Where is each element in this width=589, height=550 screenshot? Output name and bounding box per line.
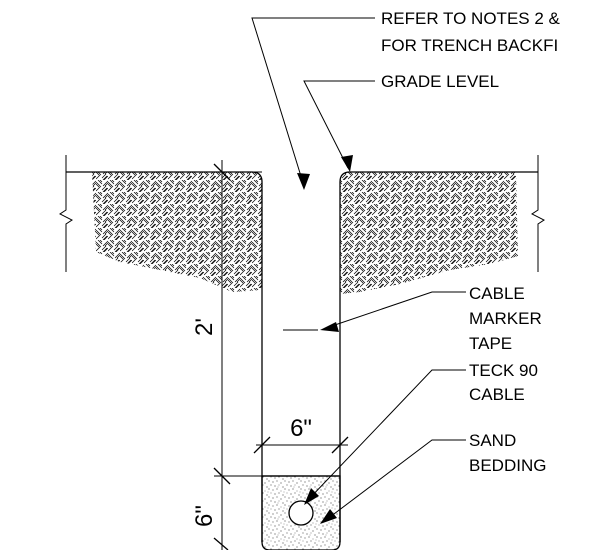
dim-tick-top xyxy=(213,163,231,181)
bedding-dimension-label: 6" xyxy=(191,505,218,527)
refer-notes-text-2: FOR TRENCH BACKFI xyxy=(381,36,558,55)
teck-cable-arrowhead xyxy=(304,488,319,505)
width-dimension-label: 6" xyxy=(290,415,312,442)
dim-tick-mid xyxy=(213,467,231,485)
depth-dimension-label: 2' xyxy=(191,318,218,336)
teck-cable-leader xyxy=(307,369,466,501)
refer-notes-arrowhead xyxy=(297,173,310,190)
break-line-left xyxy=(59,155,73,272)
width-tick-right xyxy=(331,436,349,454)
soil-hatch-left xyxy=(92,172,262,292)
sand-bedding-arrowhead xyxy=(320,509,337,524)
sand-bedding-text-2: BEDDING xyxy=(469,456,546,475)
marker-tape-text-2: MARKER xyxy=(469,309,542,328)
teck-cable-text-2: CABLE xyxy=(469,385,525,404)
marker-tape-arrowhead xyxy=(320,322,339,332)
trench-corner-right xyxy=(339,171,351,183)
grade-level-text: GRADE LEVEL xyxy=(381,72,499,91)
marker-tape-text-1: CABLE xyxy=(469,284,525,303)
sand-bedding-leader xyxy=(325,439,466,521)
sand-bedding-text-1: SAND xyxy=(469,431,516,450)
width-tick-left xyxy=(253,436,271,454)
teck-cable-text-1: TECK 90 xyxy=(469,361,538,380)
dim-tick-bottom xyxy=(213,537,229,550)
soil-hatch-right xyxy=(340,172,518,294)
refer-notes-text-1: REFER TO NOTES 2 & xyxy=(381,9,561,28)
teck-cable-circle xyxy=(288,500,314,526)
marker-tape-text-3: TAPE xyxy=(469,334,512,353)
grade-level-leader xyxy=(303,80,375,169)
grade-level-arrowhead xyxy=(341,155,353,172)
marker-tape-leader xyxy=(325,291,466,329)
refer-notes-leader xyxy=(251,17,375,187)
break-line-right xyxy=(531,155,545,272)
